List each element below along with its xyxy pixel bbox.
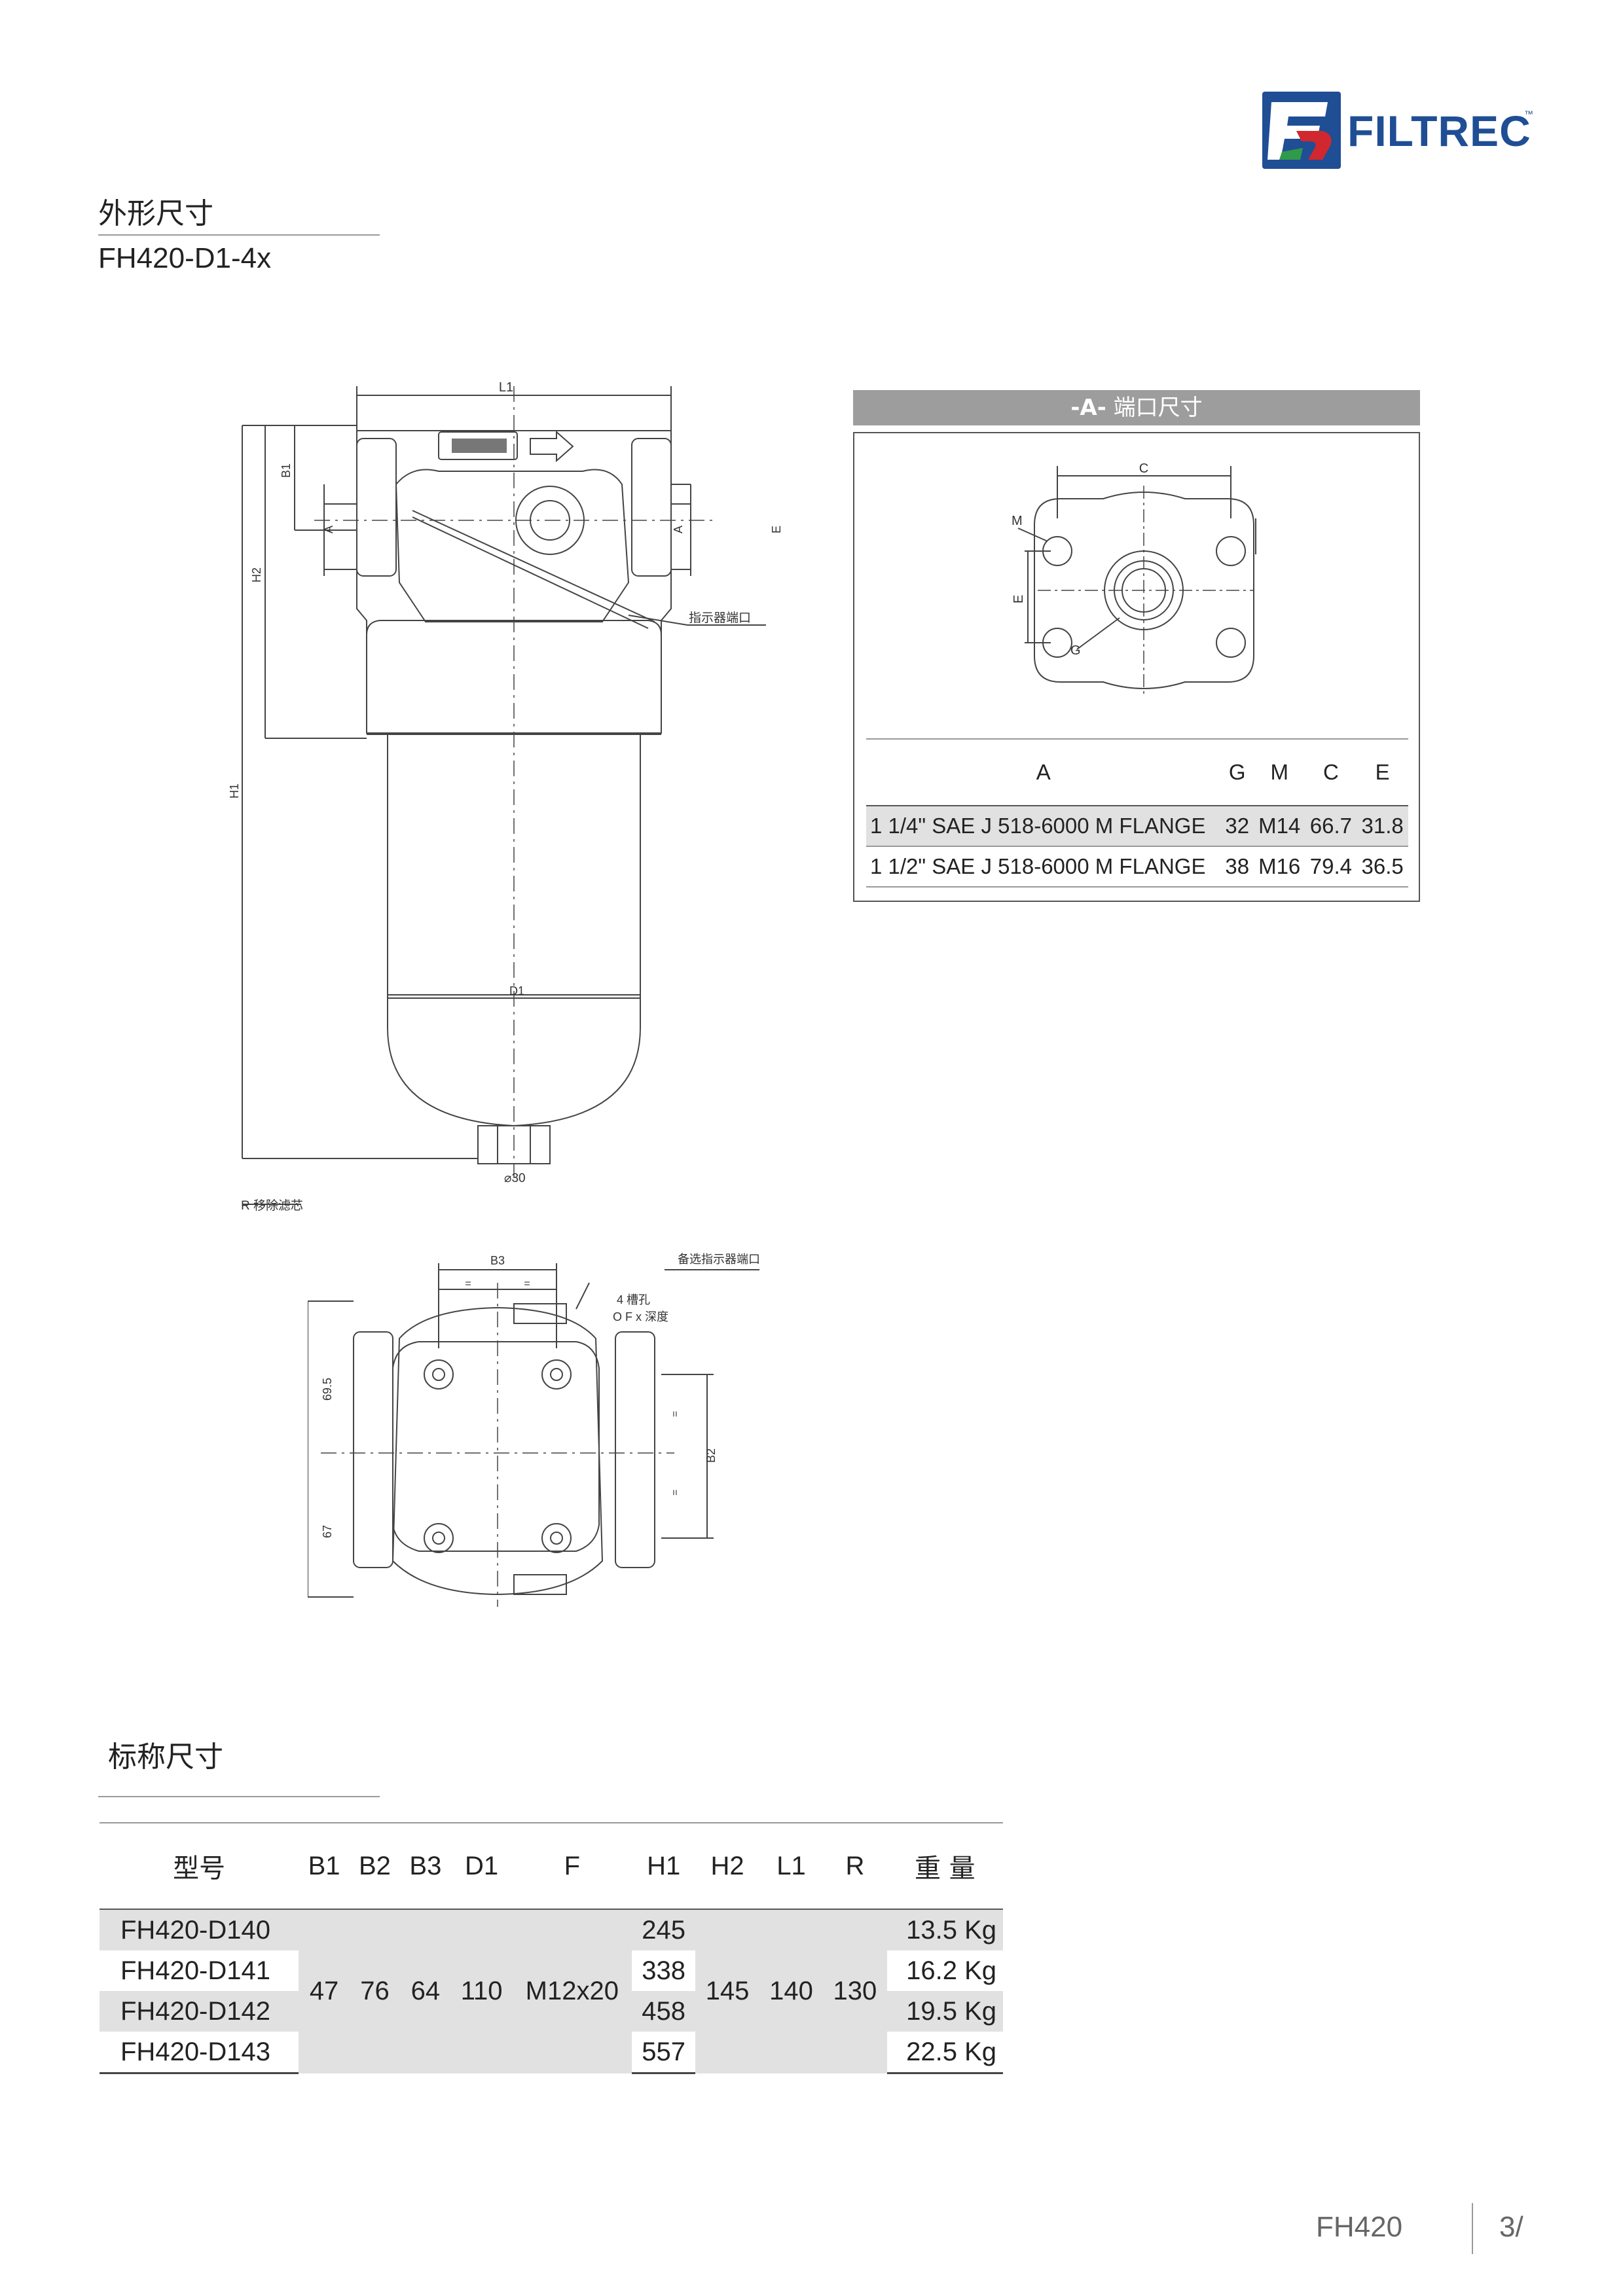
nom-col-d1: D1 (450, 1822, 513, 1910)
dim-label-b1: B1 (280, 463, 293, 478)
nom-b3-value: 64 (400, 1909, 451, 2073)
nom-col-b3: B3 (400, 1822, 451, 1910)
filtrec-logo-icon (1262, 92, 1341, 169)
dim-eq-mark-1: = (465, 1278, 471, 1289)
flange-label-e: E (1012, 595, 1026, 603)
nom-r-value: 130 (823, 1909, 887, 2073)
flange-label-g: G (1070, 643, 1081, 658)
slot-depth-label: O F x 深度 (613, 1310, 668, 1323)
port-size-header: -A- 端口尺寸 (853, 390, 1420, 425)
dim-label-d1: D1 (509, 984, 524, 997)
slot-count-label: 4 槽孔 (617, 1293, 650, 1306)
dim-label-h1: H1 (228, 783, 241, 798)
outline-title-rule (98, 234, 380, 236)
table-row: FH420-D140 47 76 64 110 M12x20 245 145 1… (100, 1909, 1003, 2073)
brand-trademark: ™ (1524, 109, 1533, 119)
port-col-c: C (1305, 738, 1357, 806)
model-code: FH420-D1-4x (98, 242, 272, 274)
port-size-table: A G M C E 1 1/4" SAE J 518-6000 M FLANGE… (866, 738, 1408, 888)
dim-label-a-left: A (322, 526, 335, 533)
nom-h2-value: 145 (695, 1909, 759, 2073)
table-row: 1 1/4" SAE J 518-6000 M FLANGE 32 M14 66… (866, 806, 1408, 846)
dim-eq-mark-3: = (670, 1411, 681, 1417)
dim-label-69-5: 69.5 (321, 1378, 334, 1401)
table-row: FH420-D143 557 22.5 Kg (100, 2032, 1003, 2074)
remove-element-label: R 移除滤芯 (241, 1198, 303, 1213)
filtrec-logo: FILTREC ™ (1262, 92, 1537, 170)
dim-label-b2: B2 (704, 1448, 718, 1463)
nom-col-r: R (823, 1822, 887, 1910)
indicator-port-label: 指示器端口 (689, 611, 751, 625)
table-row: FH420-D142 458 19.5 Kg (100, 1991, 1003, 2032)
outline-title: 外形尺寸 (98, 197, 213, 230)
port-header-label: 端口尺寸 (1113, 395, 1203, 421)
optional-indicator-port-label: 备选指示器端口 (678, 1253, 760, 1266)
port-col-a: A (866, 738, 1221, 806)
drain-diameter-label: ⌀30 (504, 1172, 526, 1185)
port-size-box: C M E G A G M C E 1 1/4" SAE J 518-6000 … (853, 432, 1420, 902)
nom-col-h1: H1 (631, 1822, 696, 1910)
nominal-dimensions-table: 型号 B1 B2 B3 D1 F H1 H2 L1 R 重 量 FH420-D1… (100, 1822, 1003, 2074)
table-row: 1 1/2" SAE J 518-6000 M FLANGE 38 M16 79… (866, 846, 1408, 887)
port-col-e: E (1357, 738, 1408, 806)
dim-label-e: E (770, 526, 783, 533)
dim-label-b3: B3 (490, 1254, 505, 1267)
port-col-g: G (1220, 738, 1254, 806)
table-row: FH420-D141 338 16.2 Kg (120, 1956, 996, 1985)
brand-name: FILTREC (1347, 107, 1531, 155)
flange-label-c: C (1139, 461, 1148, 476)
dim-eq-mark-4: = (670, 1490, 681, 1496)
nom-col-l1: L1 (759, 1822, 824, 1910)
flange-label-m: M (1012, 514, 1023, 528)
port-header-code: -A- (1070, 395, 1106, 421)
dim-label-l1: L1 (499, 380, 513, 395)
nom-l1-value: 140 (759, 1909, 824, 2073)
nom-col-b2: B2 (349, 1822, 401, 1910)
dim-label-h2: H2 (250, 567, 263, 583)
nominal-title-rule (98, 1796, 380, 1797)
footer-divider (1472, 2203, 1473, 2254)
nom-col-h2: H2 (695, 1822, 759, 1910)
nom-col-f: F (512, 1822, 632, 1910)
dim-label-67: 67 (321, 1525, 334, 1538)
side-view-drawing: L1 B1 H2 H1 A A E D1 指示器端口 ⌀30 R 移除滤芯 (228, 380, 783, 1213)
nom-col-b1: B1 (299, 1822, 350, 1910)
nameplate-icon (452, 439, 507, 453)
nom-b2-value: 76 (349, 1909, 401, 2073)
nom-col-model: 型号 (100, 1822, 299, 1910)
page-number: 3/ (1499, 2211, 1523, 2243)
footer-model: FH420 (1316, 2211, 1403, 2243)
port-col-m: M (1253, 738, 1305, 806)
nom-d1-value: 110 (450, 1909, 513, 2073)
nom-b1-value: 47 (299, 1909, 350, 2073)
dim-label-a-right: A (672, 526, 685, 533)
nominal-title: 标称尺寸 (108, 1740, 223, 1774)
dim-eq-mark-2: = (524, 1278, 530, 1289)
nom-f-value: M12x20 (512, 1909, 632, 2073)
flange-diagram: C M E G (1012, 461, 1256, 695)
top-view-drawing: B3 = = 备选指示器端口 4 槽孔 O F x 深度 69.5 67 B2 … (308, 1253, 760, 1607)
nom-col-weight: 重 量 (886, 1822, 1003, 1910)
